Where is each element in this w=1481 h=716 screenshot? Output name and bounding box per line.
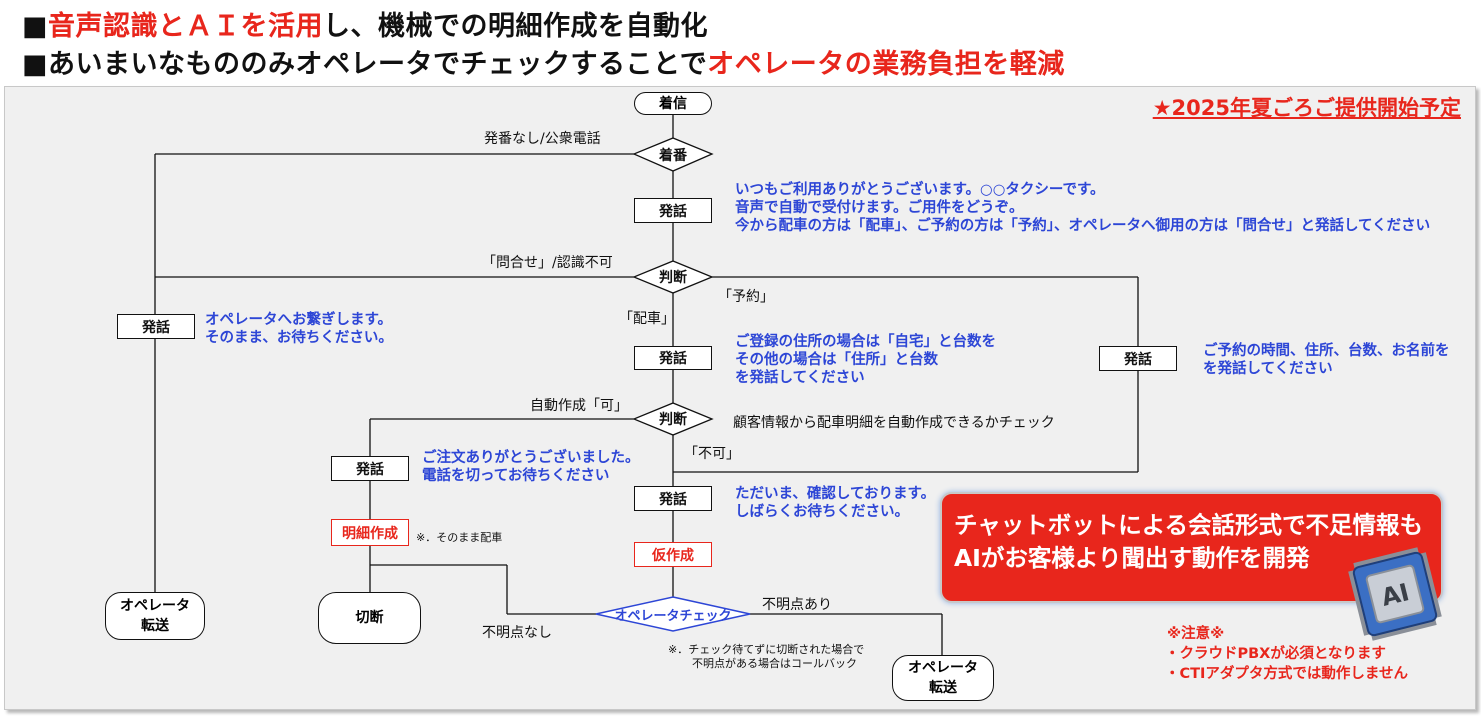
operator-transfer-node: オペレータ転送 bbox=[105, 592, 205, 640]
detail-note: ※．そのまま配車 bbox=[416, 531, 503, 544]
caution-notes: ※注意※ ・クラウドPBXが必須となります ・CTIアダプタ方式では動作しません bbox=[1165, 624, 1408, 684]
auto-check-text: 顧客情報から配車明細を自動作成できるかチェック bbox=[733, 415, 1055, 431]
diamond-judge-2 bbox=[632, 402, 714, 436]
promo-line: AIがお客様より聞出す動作を開発 bbox=[954, 544, 1310, 572]
heading-text: あいまいなもののみオペレータでチェックすることで bbox=[48, 49, 708, 80]
message-line: ご注文ありがとうございました。 bbox=[422, 450, 640, 466]
message-line: いつもご利用ありがとうございます。○○タクシーです。 bbox=[735, 182, 1105, 198]
caution-title: ※注意※ bbox=[1167, 626, 1225, 642]
diamond-operator-check bbox=[595, 596, 751, 632]
message-line: その他の場合は「住所」と台数 bbox=[735, 352, 938, 368]
caution-line: ・CTIアダプタ方式では動作しません bbox=[1165, 666, 1408, 682]
diamond-judge-1 bbox=[632, 260, 714, 294]
edge-label-unclear-no: 不明点なし bbox=[482, 625, 552, 641]
edge-label-no-caller: 発番なし/公衆電話 bbox=[484, 131, 601, 147]
edge-label-reserve: 「予約」 bbox=[718, 289, 774, 305]
promo-callout: チャットボットによる会話形式で不足情報も AIがお客様より聞出す動作を開発 bbox=[940, 492, 1443, 603]
release-note: ★2025年夏ごろご提供開始予定 bbox=[1152, 96, 1461, 120]
heading-bullet: ■ bbox=[22, 49, 49, 80]
start-node: 着信 bbox=[634, 92, 712, 115]
diamond-incoming bbox=[632, 137, 714, 172]
reserve-message: ご予約の時間、住所、台数、お名前を を発話してください bbox=[1203, 342, 1450, 378]
edge-label-auto-ok: 自動作成「可」 bbox=[530, 398, 628, 414]
speech-box: 発話 bbox=[117, 314, 195, 339]
message-line: しばらくお待ちください。 bbox=[735, 504, 909, 520]
note-line: ※．チェック待てずに切断された場合で bbox=[668, 643, 865, 656]
heading-line-2: ■あいまいなもののみオペレータでチェックすることでオペレータの業務負担を軽減 bbox=[22, 42, 1065, 81]
message-line: ご予約の時間、住所、台数、お名前を bbox=[1203, 343, 1450, 359]
node-line: オペレータ bbox=[120, 598, 190, 614]
message-line: オペレータへお繋ぎします。 bbox=[205, 312, 393, 328]
speech-box: 発話 bbox=[634, 346, 712, 370]
message-line: 音声で自動で受付けます。ご用件をどうぞ。 bbox=[735, 200, 1024, 216]
provisional-create-box: 仮作成 bbox=[634, 542, 712, 567]
edge-label-unclear-yes: 不明点あり bbox=[762, 597, 832, 613]
operator-check-label: オペレータチェック bbox=[614, 608, 732, 624]
speech-box: 発話 bbox=[331, 456, 409, 481]
diamond-judge-label: 判断 bbox=[659, 270, 687, 286]
message-line: を発話してください bbox=[1203, 361, 1333, 377]
callback-note: ※．チェック待てずに切断された場合で 不明点がある場合はコールバック bbox=[668, 643, 864, 671]
node-line: 転送 bbox=[141, 618, 169, 634]
operator-transfer-node: オペレータ転送 bbox=[892, 655, 994, 701]
greeting-message: いつもご利用ありがとうございます。○○タクシーです。 音声で自動で受付けます。ご… bbox=[735, 181, 1430, 235]
confirm-message: ただいま、確認しております。 しばらくお待ちください。 bbox=[735, 485, 935, 521]
heading-text: し、機械での明細作成を自動化 bbox=[323, 11, 709, 42]
message-line: そのまま、お待ちください。 bbox=[205, 330, 393, 346]
message-line: を発話してください bbox=[735, 370, 865, 386]
hangup-node: 切断 bbox=[318, 592, 421, 644]
promo-line: チャットボットによる会話形式で不足情報も bbox=[954, 511, 1424, 539]
heading-bullet: ■ bbox=[22, 11, 49, 42]
message-line: 今から配車の方は「配車」、ご予約の方は「予約」、オペレータへ御用の方は「問合せ」… bbox=[735, 218, 1431, 234]
speech-box: 発話 bbox=[1099, 346, 1177, 371]
message-line: ご登録の住所の場合は「自宅」と台数を bbox=[735, 334, 996, 350]
message-line: ただいま、確認しております。 bbox=[735, 486, 936, 502]
heading-line-1: ■音声認識とＡＩを活用し、機械での明細作成を自動化 bbox=[22, 4, 708, 43]
detail-create-box: 明細作成 bbox=[331, 519, 409, 546]
operator-transfer-message: オペレータへお繋ぎします。 そのまま、お待ちください。 bbox=[205, 311, 393, 347]
edge-label-inquiry: 「問合せ」/認識不可 bbox=[482, 255, 613, 271]
speech-box: 発話 bbox=[634, 486, 712, 511]
speech-box: 発話 bbox=[634, 198, 712, 223]
heading-highlight: 音声認識とＡＩを活用 bbox=[48, 11, 324, 42]
thanks-message: ご注文ありがとうございました。 電話を切ってお待ちください bbox=[422, 449, 640, 485]
diamond-incoming-label: 着番 bbox=[659, 147, 687, 164]
edge-label-auto-ng: 「不可」 bbox=[684, 446, 740, 462]
diamond-judge-label: 判断 bbox=[659, 412, 687, 428]
node-line: オペレータ bbox=[908, 660, 978, 676]
address-message: ご登録の住所の場合は「自宅」と台数を その他の場合は「住所」と台数 を発話してく… bbox=[735, 333, 996, 387]
edge-label-dispatch: 「配車」 bbox=[619, 311, 675, 327]
message-line: 電話を切ってお待ちください bbox=[422, 468, 610, 484]
flowchart-panel bbox=[4, 86, 1476, 710]
caution-line: ・クラウドPBXが必須となります bbox=[1165, 646, 1386, 662]
note-line: 不明点がある場合はコールバック bbox=[692, 657, 857, 670]
heading-highlight: オペレータの業務負担を軽減 bbox=[707, 49, 1065, 80]
node-line: 転送 bbox=[929, 680, 957, 696]
